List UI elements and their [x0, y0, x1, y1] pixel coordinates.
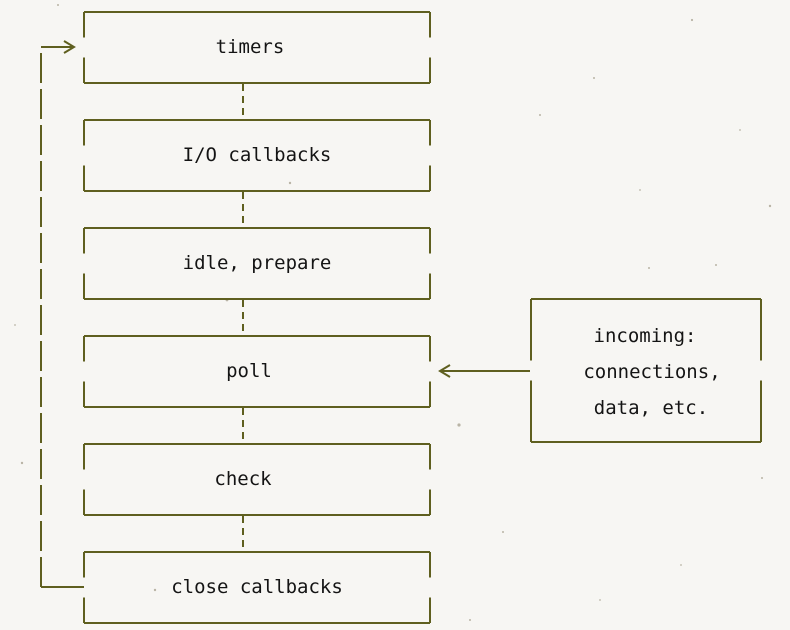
phase-label-io-callbacks: I/O callbacks	[183, 144, 332, 166]
incoming-line-2: connections,	[583, 361, 720, 383]
phase-box-close-callbacks	[83, 551, 431, 624]
incoming-arrowhead-icon	[438, 364, 451, 378]
phase-label-close-callbacks: close callbacks	[171, 576, 343, 598]
phase-box-idle-prepare	[83, 227, 431, 300]
incoming-arrow	[438, 364, 530, 378]
phase-label-check: check	[214, 468, 272, 490]
incoming-line-3: data, etc.	[594, 397, 708, 419]
loop-arrowhead-icon	[63, 40, 76, 54]
phase-box-poll	[83, 335, 431, 408]
phase-box-io-callbacks	[83, 119, 431, 192]
incoming-line-1: incoming:	[594, 325, 697, 347]
phase-box-timers	[83, 11, 431, 84]
phase-label-timers: timers	[216, 36, 285, 58]
incoming-text: incoming: connections, data, etc.	[583, 325, 720, 419]
phase-label-idle-prepare: idle, prepare	[183, 252, 332, 274]
paper-texture	[14, 4, 772, 621]
phase-box-check	[83, 443, 431, 516]
phase-label-poll: poll	[226, 360, 272, 382]
loop-back-arrow	[40, 40, 84, 588]
incoming-box	[530, 298, 762, 443]
